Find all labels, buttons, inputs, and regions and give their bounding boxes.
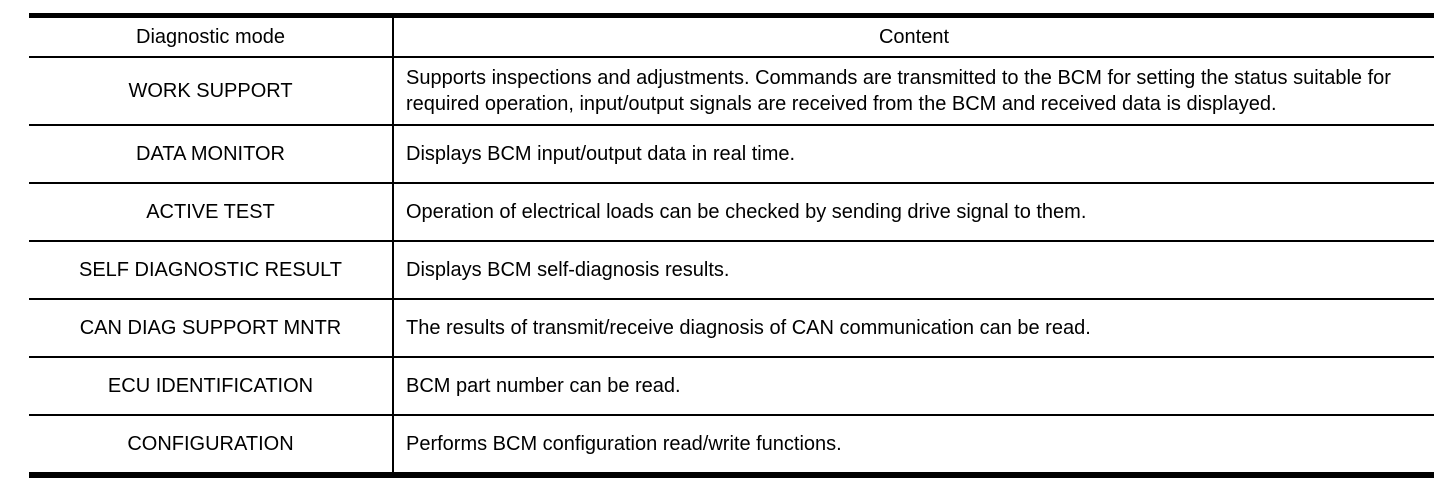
content-cell: The results of transmit/receive diagnosi… [393,298,1434,357]
diagnostic-mode-table-container: Diagnostic mode Content WORK SUPPORT Sup… [29,13,1434,478]
diagnostic-mode-cell: WORK SUPPORT [29,56,394,125]
table-row: ECU IDENTIFICATION BCM part number can b… [29,356,1434,415]
content-cell: Supports inspections and adjustments. Co… [393,56,1434,125]
table-row: CAN DIAG SUPPORT MNTR The results of tra… [29,298,1434,357]
table-row: WORK SUPPORT Supports inspections and ad… [29,56,1434,125]
content-cell: Performs BCM configuration read/write fu… [393,414,1434,475]
diagnostic-mode-cell: SELF DIAGNOSTIC RESULT [29,240,394,299]
diagnostic-mode-cell: ACTIVE TEST [29,182,394,241]
header-diagnostic-mode: Diagnostic mode [29,15,394,57]
table-row: DATA MONITOR Displays BCM input/output d… [29,124,1434,183]
content-cell: Displays BCM self-diagnosis results. [393,240,1434,299]
table-row: ACTIVE TEST Operation of electrical load… [29,182,1434,241]
table-row: SELF DIAGNOSTIC RESULT Displays BCM self… [29,240,1434,299]
table-row: CONFIGURATION Performs BCM configuration… [29,414,1434,475]
diagnostic-mode-cell: DATA MONITOR [29,124,394,183]
content-cell: Operation of electrical loads can be che… [393,182,1434,241]
header-content: Content [878,25,950,48]
diagnostic-mode-cell: CONFIGURATION [29,414,394,475]
content-cell: BCM part number can be read. [393,356,1434,415]
content-cell: Displays BCM input/output data in real t… [393,124,1434,183]
table-header-row: Diagnostic mode Content [29,15,1434,57]
diagnostic-mode-table: Diagnostic mode Content WORK SUPPORT Sup… [29,13,1434,478]
diagnostic-mode-cell: ECU IDENTIFICATION [29,356,394,415]
diagnostic-mode-cell: CAN DIAG SUPPORT MNTR [29,298,394,357]
